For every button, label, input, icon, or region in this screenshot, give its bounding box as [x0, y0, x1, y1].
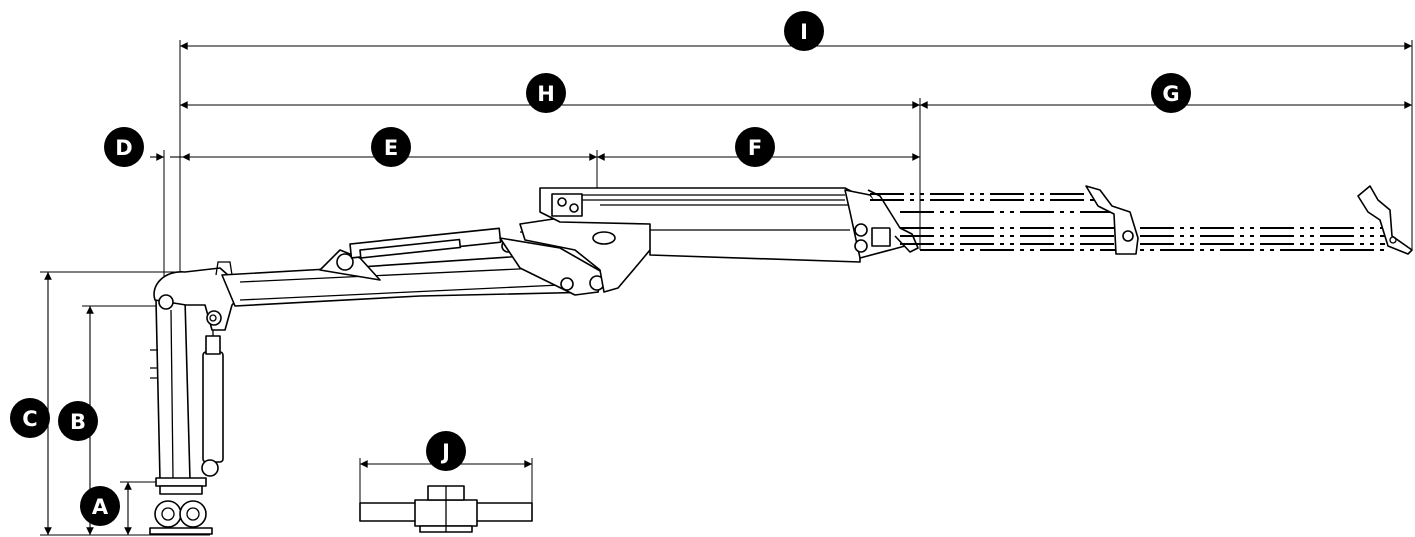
svg-text:F: F	[748, 136, 762, 160]
label-badge-b: B	[58, 401, 98, 441]
svg-text:G: G	[1162, 82, 1179, 106]
svg-text:B: B	[70, 410, 86, 434]
svg-text:J: J	[440, 440, 450, 464]
svg-text:C: C	[22, 407, 37, 431]
label-badge-e: E	[371, 127, 411, 167]
svg-text:E: E	[384, 136, 398, 160]
label-badge-i: I	[784, 11, 824, 51]
svg-text:I: I	[800, 20, 808, 44]
label-badge-h: H	[526, 73, 566, 113]
label-badge-a: A	[80, 486, 120, 526]
svg-text:H: H	[537, 82, 555, 106]
svg-text:A: A	[92, 495, 109, 519]
label-badge-j: J	[426, 431, 466, 471]
label-badge-g: G	[1151, 73, 1191, 113]
label-badge-f: F	[735, 127, 775, 167]
svg-text:D: D	[115, 136, 132, 160]
crane-drawing	[149, 185, 1413, 535]
label-badge-d: D	[104, 127, 144, 167]
label-badge-c: C	[10, 398, 50, 438]
